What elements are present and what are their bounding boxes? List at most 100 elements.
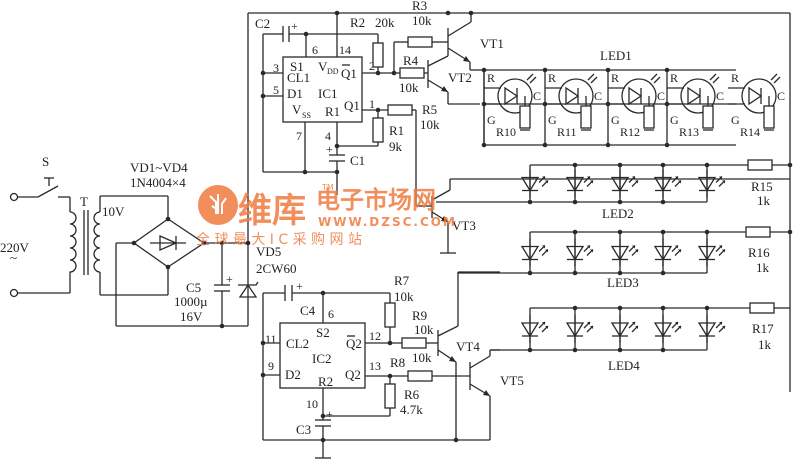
led xyxy=(566,232,594,273)
ic2-pin12-num: 12 xyxy=(369,329,381,343)
c2-label: C2 xyxy=(255,16,270,31)
led xyxy=(611,165,639,202)
ic2-pin11-num: 11 xyxy=(265,332,277,346)
r1-value: 9k xyxy=(389,139,403,154)
led xyxy=(654,232,682,273)
secondary-voltage-label: 10V xyxy=(102,204,125,219)
led xyxy=(521,308,549,350)
r17-label: R17 xyxy=(752,321,774,336)
r7-value: 10k xyxy=(394,289,414,304)
capacitor-c4: + C4 xyxy=(284,279,316,318)
vt1-label: VT1 xyxy=(480,36,504,51)
led1-pin-r: R xyxy=(670,71,678,85)
ac-tilde: ~ xyxy=(10,250,17,265)
led2-label: LED2 xyxy=(602,206,634,221)
ic1-pin4-num: 4 xyxy=(325,129,331,143)
watermark-brand: 维库 xyxy=(238,191,306,231)
watermark-tagline: 电子市场网 xyxy=(316,186,436,214)
led1-resistor xyxy=(519,105,531,129)
r16-value: 1k xyxy=(756,260,770,275)
led1-pin-r: R xyxy=(548,71,556,85)
c5-plus: + xyxy=(226,272,233,286)
ic2-pin-s2: S2 xyxy=(316,325,330,340)
resistor-r9: R9 10k xyxy=(401,308,438,349)
led1-pin-c: C xyxy=(716,89,724,103)
led1-pin-g: G xyxy=(731,113,740,127)
transformer: T 10V xyxy=(69,194,169,296)
led1-resistor-label: R11 xyxy=(557,125,577,139)
transistor-vt4: VT4 xyxy=(437,271,500,440)
led4-group: LED4 xyxy=(490,305,750,373)
c2-plus: + xyxy=(291,19,298,33)
resistor-r16: R16 1k xyxy=(745,226,793,275)
capacitor-c5: + C5 1000µ 16V xyxy=(174,240,233,329)
mains-terminal-top xyxy=(9,192,19,202)
led2-group: LED2 xyxy=(436,162,748,221)
ic1-block: S1 V DD Q1 CL1 D1 IC1 V SS R1 Q1 6 14 3 … xyxy=(260,13,378,175)
transistor-vt5: VT5 xyxy=(469,349,524,440)
led1-resistor-label: R12 xyxy=(620,125,640,139)
ic1-pin-d: D1 xyxy=(287,86,303,101)
watermark-url: WWW.DZSC.COM xyxy=(318,215,457,229)
led xyxy=(566,308,594,350)
ic2-label: IC2 xyxy=(312,351,332,366)
resistor-r6: R6 4.7k xyxy=(323,376,423,417)
led xyxy=(521,232,549,273)
vt2-label: VT2 xyxy=(448,70,472,85)
led3-label: LED3 xyxy=(607,275,639,290)
r16-label: R16 xyxy=(748,245,770,260)
r3-label: R3 xyxy=(412,0,427,13)
r8-label: R8 xyxy=(390,355,405,370)
led xyxy=(521,165,549,202)
resistor-r5: R5 10k xyxy=(387,102,440,207)
ic1-pin-q: Q1 xyxy=(344,98,360,113)
ic1-pin3-num: 3 xyxy=(273,61,279,75)
r4-value: 10k xyxy=(399,80,419,95)
resistor-r7: R7 10k xyxy=(365,273,414,346)
ic2-pin6-num: 6 xyxy=(328,307,334,321)
zener-vd5: VD5 2CW60 xyxy=(238,20,296,326)
r6-value: 4.7k xyxy=(400,402,423,417)
r2-label: R2 xyxy=(350,15,365,30)
r1-label: R1 xyxy=(389,123,404,138)
resistor-r1: R1 9k xyxy=(337,107,404,154)
ic1-pin5-num: 5 xyxy=(273,83,279,97)
resistor-r4: R4 10k xyxy=(394,53,428,95)
ic1-pin1-num: 1 xyxy=(369,97,375,111)
r6-label: R6 xyxy=(404,387,420,402)
led1-pin-g: G xyxy=(487,113,496,127)
bridge-part: 1N4004×4 xyxy=(130,175,186,190)
ic2-pin9-num: 9 xyxy=(268,359,274,373)
led1-resistor xyxy=(763,105,775,129)
vt3-label: VT3 xyxy=(452,218,476,233)
resistor-r8: R8 10k xyxy=(365,350,470,382)
led1-pin-c: C xyxy=(777,89,785,103)
c1-plus: + xyxy=(326,142,333,156)
led1-resistor-label: R13 xyxy=(679,125,699,139)
resistor-r3: R3 10k xyxy=(393,0,448,73)
ic1-pin-vss: V xyxy=(292,102,302,117)
resistor-r2: R2 20k xyxy=(350,15,397,76)
r9-value: 10k xyxy=(414,322,434,337)
r9-label: R9 xyxy=(412,308,427,323)
r15-value: 1k xyxy=(757,193,771,208)
led1-pin-g: G xyxy=(548,113,557,127)
led1-pin-r: R xyxy=(731,71,739,85)
ic1-pin2-num: 2 xyxy=(369,59,375,73)
switch-label: S xyxy=(42,154,49,169)
led1-pin-r: R xyxy=(611,71,619,85)
led1-pin-c: C xyxy=(533,89,541,103)
ic2-pin-r: R2 xyxy=(318,374,333,389)
switch-s[interactable] xyxy=(37,177,70,198)
capacitor-c1: + C1 xyxy=(326,142,365,195)
r4-label: R4 xyxy=(403,53,419,68)
ic2-pin-q: Q2 xyxy=(345,367,361,382)
c4-label: C4 xyxy=(300,303,316,318)
c4-plus: + xyxy=(296,279,303,293)
led xyxy=(698,308,726,350)
watermark-tm: TM xyxy=(321,183,334,192)
r2-value: 20k xyxy=(375,15,395,30)
